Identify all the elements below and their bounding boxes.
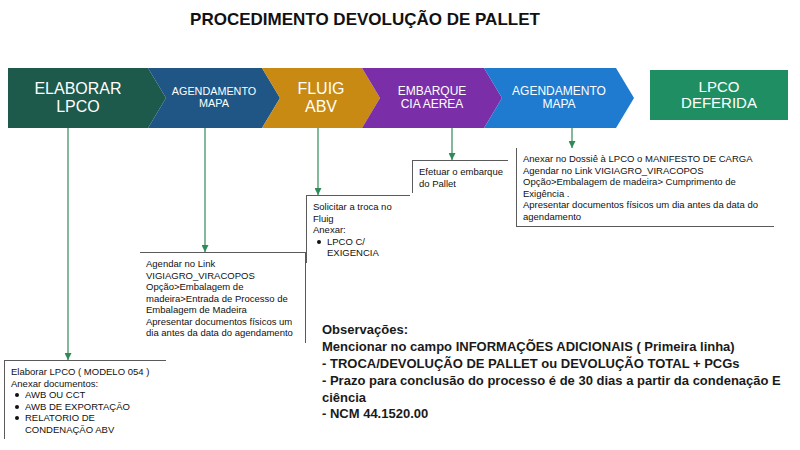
process-arrow: AGENDAMENTO MAPA <box>484 68 634 128</box>
note-text: Agendar no Link VIGIAGRO_VIRACOPOS <box>146 258 301 281</box>
arrow-fill <box>148 68 280 128</box>
note-box: Solicitar a troca no FluigAnexar:LPCO C/… <box>306 195 410 263</box>
note-text: Apresentar documentos físicos um dia ant… <box>523 199 770 222</box>
step-label: LPCO DEFERIDA <box>660 79 778 112</box>
note-text: Apresentar documentos físicos um dia ant… <box>146 316 301 339</box>
arrow-fill <box>262 68 380 128</box>
observation-text: Observações: <box>322 322 794 339</box>
note-text: Opção>Embalagem de madeira>Entrada de Pr… <box>146 281 301 316</box>
arrow-fill <box>650 70 788 120</box>
note-text: Anexar: <box>313 224 406 236</box>
note-text: Elaborar LPCO ( MODELO 054 ) Anexar docu… <box>11 366 162 389</box>
leader-arrow <box>204 128 205 252</box>
note-text: Agendar no Link VIGIAGRO_VIRACOPOS <box>523 165 770 177</box>
note-text: LPCO C/ EXIGENCIA <box>313 236 406 259</box>
leader-arrow <box>451 128 452 160</box>
observation-text: - Prazo para conclusão do processo é de … <box>322 373 794 407</box>
arrow-label-wrap: AGENDAMENTO MAPA <box>166 68 262 128</box>
note-text: Anexar no Dossiê à LPCO o MANIFESTO DE C… <box>523 153 770 165</box>
note-text: RELATORIO DE CONDENAÇÃO ABV <box>11 412 162 435</box>
arrow-label-wrap: EMBARQUE CIA AEREA <box>380 68 484 128</box>
observations-block: Observações:Mencionar no campo INFORMAÇÕ… <box>322 322 794 423</box>
step-label: EMBARQUE CIA AEREA <box>390 85 474 111</box>
note-box: Efetuar o embarque do Pallet <box>412 160 508 193</box>
process-arrow: ELABORAR LPCO <box>8 68 166 128</box>
note-text: Opção>Embalagem de madeira> Cumprimento … <box>523 176 770 199</box>
observation-text: Mencionar no campo INFORMAÇÕES ADICIONAI… <box>322 339 794 356</box>
process-arrow: FLUIG ABV <box>262 68 380 128</box>
arrow-fill <box>8 68 166 128</box>
step-label: ELABORAR LPCO <box>22 80 134 115</box>
leader-arrow <box>571 128 572 148</box>
process-box: LPCO DEFERIDA <box>650 70 788 120</box>
note-text: AWB OU CCT <box>11 389 162 401</box>
observation-text: - NCM 44.1520.00 <box>322 406 794 423</box>
process-arrow: AGENDAMENTO MAPA <box>148 68 280 128</box>
diagram-title: PROCEDIMENTO DEVOLUÇÃO DE PALLET <box>140 10 590 30</box>
note-text: AWB DE EXPORTAÇÃO <box>11 401 162 413</box>
process-arrow: EMBARQUE CIA AEREA <box>362 68 502 128</box>
note-text: Efetuar o embarque do Pallet <box>419 166 504 189</box>
note-box: Anexar no Dossiê à LPCO o MANIFESTO DE C… <box>516 148 774 227</box>
arrow-label-wrap: FLUIG ABV <box>280 68 362 128</box>
arrow-label-wrap: LPCO DEFERIDA <box>650 70 788 120</box>
arrow-fill <box>484 68 634 128</box>
arrow-label-wrap: AGENDAMENTO MAPA <box>502 68 616 128</box>
step-label: AGENDAMENTO MAPA <box>507 85 611 111</box>
observation-text: - TROCA/DEVOLUÇÃO DE PALLET ou DEVOLUÇÃO… <box>322 356 794 373</box>
arrow-fill <box>362 68 502 128</box>
arrow-label-wrap: ELABORAR LPCO <box>8 68 148 128</box>
step-label: FLUIG ABV <box>283 80 359 115</box>
step-label: AGENDAMENTO MAPA <box>166 86 262 110</box>
leader-arrow <box>317 128 318 195</box>
leader-arrow <box>67 128 68 360</box>
note-text: Solicitar a troca no Fluig <box>313 201 406 224</box>
note-box: Agendar no Link VIGIAGRO_VIRACOPOSOpção>… <box>140 252 306 343</box>
note-box: Elaborar LPCO ( MODELO 054 ) Anexar docu… <box>4 360 166 439</box>
